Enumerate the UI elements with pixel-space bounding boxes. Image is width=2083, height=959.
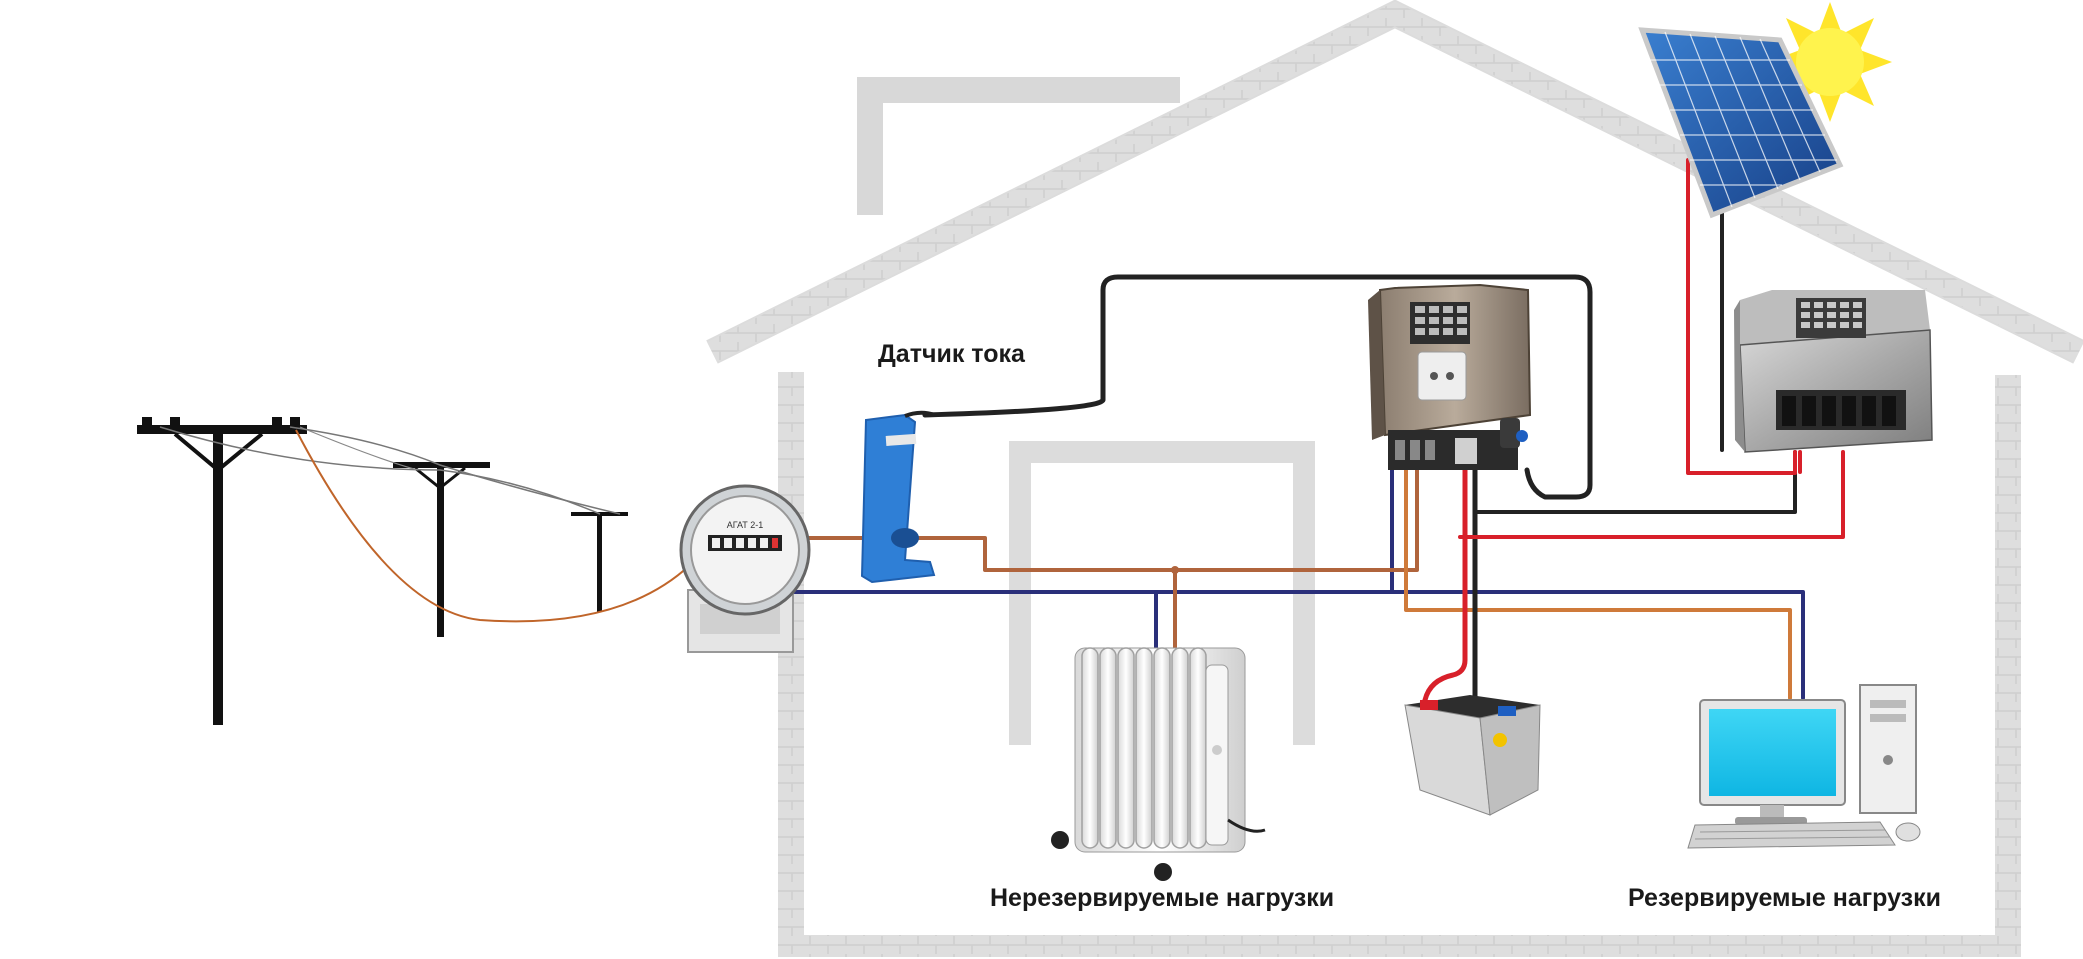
house-right-wall [1995,375,2021,957]
house-door-frame [1009,441,1315,745]
meter-plate-text: АГАТ 2-1 [727,520,764,530]
computer-keyboard [1687,821,1896,849]
oil-radiator [1051,647,1266,881]
house-floor [778,935,2021,957]
house-outline [706,0,2083,957]
wire-solar-positive [1686,158,1797,475]
electric-meter: АГАТ 2-1 [679,484,811,653]
house-chimney [857,77,1180,215]
label-non-reserved-loads: Нерезервируемые нагрузки [990,884,1335,912]
label-current-sensor: Датчик тока [878,340,1025,368]
service-drop-wire [295,429,691,623]
utility-pole-medium [437,462,444,637]
current-sensor [860,410,936,584]
battery-negative-terminal [1498,706,1516,716]
inverter [1368,283,1532,470]
wire-neutral-main [793,590,1805,700]
power-line [137,417,691,725]
label-reserved-loads: Резервируемые нагрузки [1628,884,1941,912]
wire-battery-positive [1422,467,1468,703]
utility-pole-large [213,425,223,725]
battery-positive-terminal [1420,700,1438,710]
solar-panel [1638,27,1844,219]
utility-pole-small [597,512,602,612]
wire-phase-main [803,468,1419,572]
wiring [793,158,1845,703]
charge-controller [1734,290,1933,453]
battery [1404,695,1541,816]
computer-mouse [1895,822,1921,842]
wire-reserved-load [1404,468,1792,700]
radiator-wheel [1051,831,1069,849]
house-left-wall [778,372,804,957]
inverter-socket [1417,351,1467,401]
desktop-computer [1687,684,1921,849]
wire-sensor-cable [922,274,1593,500]
inverter-terminals [1388,430,1518,470]
